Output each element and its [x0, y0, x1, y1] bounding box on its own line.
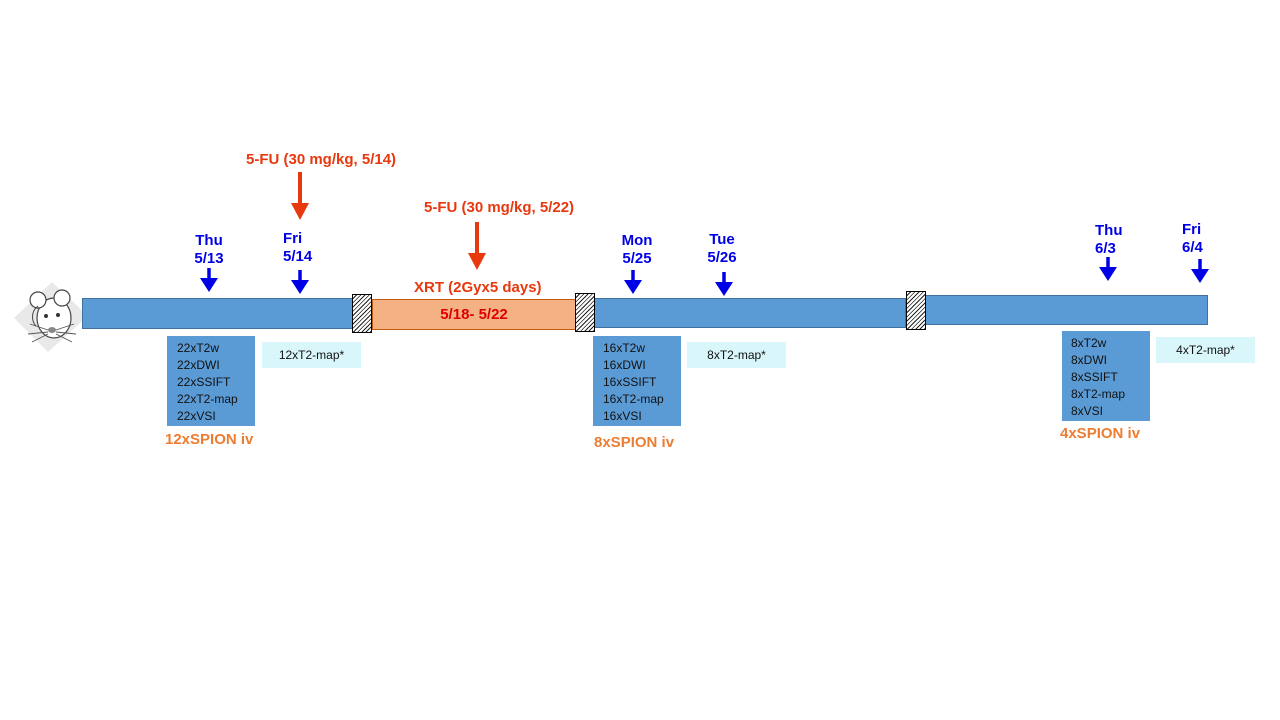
day-name: Thu: [1095, 222, 1123, 239]
day-marker-3: Mon 5/25: [614, 232, 660, 268]
day-marker-6: Fri 6/4: [1182, 221, 1228, 257]
drug-label-1: 5-FU (30 mg/kg, 5/14): [246, 151, 397, 168]
protocol-box-3: 8xT2w 8xDWI 8xSSIFT 8xT2-map 8xVSI: [1062, 331, 1150, 421]
day-arrow-4: [715, 272, 733, 296]
spion-label-1: 12xSPION iv: [165, 431, 254, 448]
xrt-dates: 5/18- 5/22: [440, 306, 508, 323]
timeline-segment-1: [82, 298, 354, 329]
t2-map-box-1: 12xT2-map*: [262, 342, 361, 368]
protocol-item: 16xDWI: [603, 358, 646, 372]
protocol-item: 16xSSIFT: [603, 375, 657, 389]
day-marker-1: Thu 5/13: [186, 232, 232, 268]
day-arrow-6: [1191, 259, 1209, 283]
day-date: 6/3: [1095, 240, 1116, 257]
drug-arrow-1: [291, 172, 309, 220]
day-arrow-5: [1099, 257, 1117, 281]
timeline-segment-2: [594, 298, 906, 328]
spion-label-2: 8xSPION iv: [594, 434, 675, 451]
spion-label-3: 4xSPION iv: [1060, 425, 1141, 442]
day-marker-5: Thu 6/3: [1095, 222, 1141, 258]
protocol-item: 16xVSI: [603, 409, 642, 423]
day-date: 5/26: [707, 249, 737, 266]
separator-block-1: [352, 294, 372, 333]
day-name: Fri: [1182, 221, 1202, 238]
day-name: Thu: [195, 232, 223, 249]
protocol-item: 22xVSI: [177, 409, 216, 423]
t2-map-box-2: 8xT2-map*: [687, 342, 786, 368]
protocol-box-1: 22xT2w 22xDWI 22xSSIFT 22xT2-map 22xVSI: [167, 336, 255, 426]
day-date: 6/4: [1182, 239, 1203, 256]
day-arrow-2: [291, 270, 309, 294]
timeline-segment-3: [924, 295, 1208, 325]
protocol-item: 22xDWI: [177, 358, 220, 372]
day-arrow-3: [624, 270, 642, 294]
protocol-item: 16xT2w: [603, 341, 646, 355]
day-name: Fri: [283, 230, 303, 247]
day-date: 5/25: [622, 250, 652, 267]
protocol-item: 8xSSIFT: [1071, 370, 1118, 384]
drug-label-2: 5-FU (30 mg/kg, 5/22): [424, 199, 575, 216]
protocol-box-2: 16xT2w 16xDWI 16xSSIFT 16xT2-map 16xVSI: [593, 336, 681, 426]
day-marker-4: Tue 5/26: [699, 231, 745, 267]
xrt-title: XRT (2Gyx5 days): [414, 279, 542, 296]
drug-arrow-2: [468, 222, 486, 270]
t2-map-box-3: 4xT2-map*: [1156, 337, 1255, 363]
protocol-item: 22xT2w: [177, 341, 220, 355]
day-arrow-1: [200, 268, 218, 292]
protocol-item: 8xVSI: [1071, 404, 1104, 418]
mouse-icon: [8, 278, 90, 354]
separator-block-3: [906, 291, 926, 330]
day-date: 5/13: [194, 250, 224, 267]
protocol-item: 8xT2-map: [1071, 387, 1126, 401]
day-marker-2: Fri 5/14: [283, 230, 329, 266]
protocol-item: 22xT2-map: [177, 392, 238, 406]
protocol-item: 22xSSIFT: [177, 375, 231, 389]
protocol-item: 8xT2w: [1071, 336, 1107, 350]
day-date: 5/14: [283, 248, 313, 265]
separator-block-2: [575, 293, 595, 332]
xrt-period-bar: 5/18- 5/22: [372, 299, 576, 330]
protocol-item: 8xDWI: [1071, 353, 1107, 367]
day-name: Tue: [709, 231, 735, 248]
protocol-item: 16xT2-map: [603, 392, 664, 406]
day-name: Mon: [621, 232, 653, 249]
